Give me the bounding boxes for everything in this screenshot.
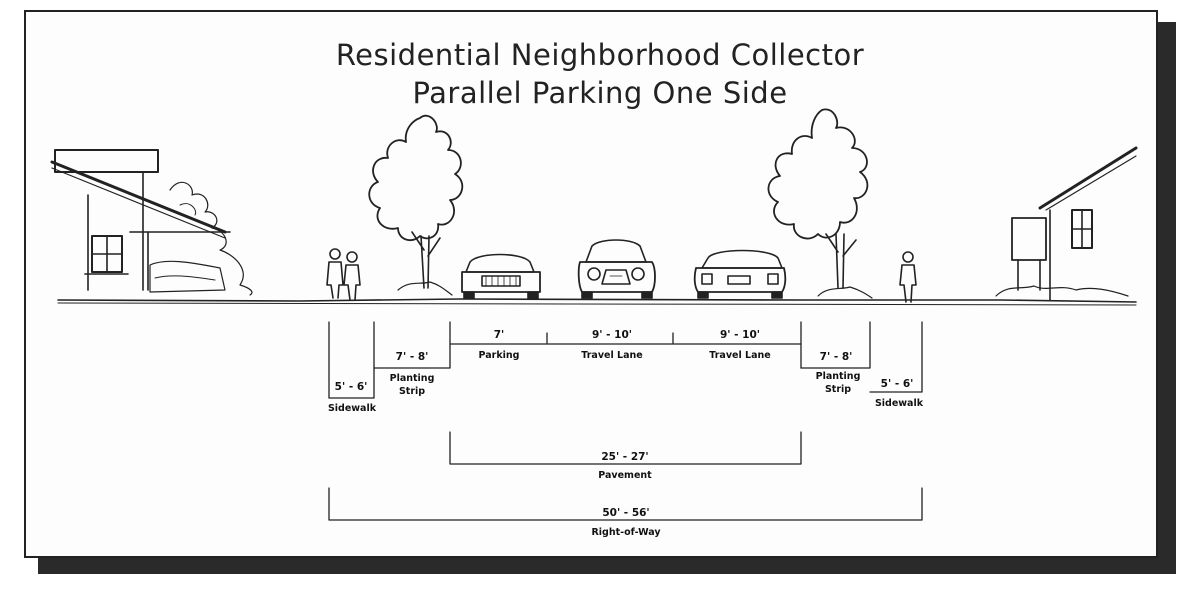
- pavement-width: 25' - 27': [601, 451, 648, 463]
- left-tree: [368, 114, 464, 296]
- left-planting-width: 7' - 8': [396, 351, 429, 363]
- right-tree: [767, 108, 873, 299]
- pedestrian-right: [899, 251, 917, 303]
- car-parked: [461, 253, 541, 299]
- left-sidewalk-label: Sidewalk: [328, 403, 377, 414]
- diagram-frame: [24, 10, 1158, 558]
- ground-line: [57, 298, 1137, 303]
- right-planting-label-1: Planting: [816, 371, 861, 382]
- right-sidewalk-width: 5' - 6': [881, 378, 914, 390]
- travel-lane-1-label: Travel Lane: [581, 350, 642, 361]
- right-of-way-width: 50' - 56': [602, 507, 649, 519]
- car-travel-lane-2: [693, 249, 787, 299]
- right-planting-label-2: Strip: [825, 384, 851, 395]
- left-planting-label-2: Strip: [399, 386, 425, 397]
- pedestrians-left: [326, 248, 361, 301]
- right-house-illustration: [995, 146, 1138, 301]
- travel-lane-1-width: 9' - 10': [592, 329, 632, 341]
- diagram-title-line2: Parallel Parking One Side: [412, 76, 788, 110]
- travel-lane-2-label: Travel Lane: [709, 350, 770, 361]
- car-travel-lane-1: [577, 239, 656, 299]
- travel-lane-2-width: 9' - 10': [720, 329, 760, 341]
- parking-label: Parking: [479, 350, 520, 361]
- pavement-label: Pavement: [598, 470, 652, 481]
- right-of-way-label: Right-of-Way: [591, 527, 661, 538]
- dimension-lines: [328, 321, 923, 521]
- right-sidewalk-label: Sidewalk: [875, 398, 924, 409]
- right-planting-width: 7' - 8': [820, 351, 853, 363]
- parking-width: 7': [494, 329, 505, 341]
- dimension-labels: 5' - 6' Sidewalk 7' - 8' Planting Strip …: [328, 329, 924, 538]
- left-sidewalk-width: 5' - 6': [335, 381, 368, 393]
- diagram-title-line1: Residential Neighborhood Collector: [335, 38, 865, 72]
- left-planting-label-1: Planting: [390, 373, 435, 384]
- left-house-illustration: [50, 149, 253, 296]
